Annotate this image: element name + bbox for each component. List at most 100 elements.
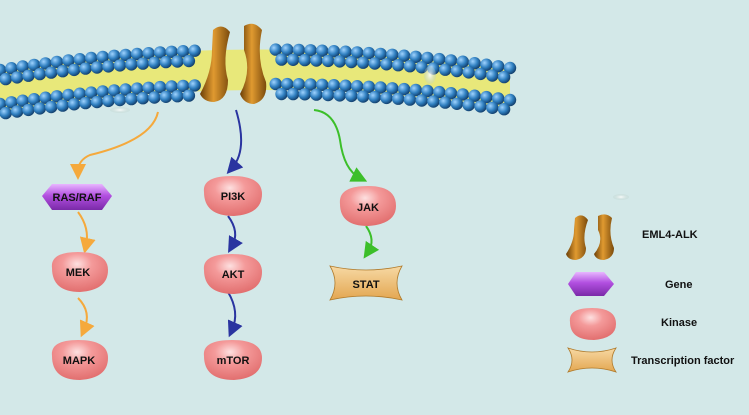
lipid-head bbox=[142, 81, 155, 95]
lipid-head bbox=[439, 96, 452, 109]
lipid-head bbox=[182, 54, 196, 68]
lipid-head bbox=[321, 54, 335, 68]
lipid-head bbox=[119, 48, 132, 62]
lipid-head bbox=[39, 57, 52, 70]
lipid-head bbox=[176, 45, 190, 58]
kinase-akt: AKT bbox=[203, 254, 262, 294]
lipid-head bbox=[497, 103, 511, 116]
lipid-head bbox=[165, 80, 178, 93]
lipid-head bbox=[409, 50, 422, 63]
lipid-head bbox=[468, 89, 481, 102]
receptor-icon bbox=[200, 23, 267, 104]
lipid-head bbox=[50, 90, 64, 103]
lipid-head bbox=[159, 90, 173, 104]
lipid-head bbox=[281, 43, 294, 56]
transcription-factor-stat: STAT bbox=[329, 265, 403, 301]
lipid-head bbox=[79, 62, 92, 75]
lipid-head bbox=[480, 58, 493, 71]
transcription-factor-icon bbox=[567, 347, 617, 373]
kinase-icon bbox=[339, 186, 396, 226]
arrow-jak bbox=[313, 109, 368, 182]
lipid-head bbox=[474, 67, 487, 81]
lipid-head bbox=[85, 86, 98, 99]
lipid-head bbox=[22, 69, 35, 82]
lipid-head bbox=[79, 96, 92, 110]
lipid-head bbox=[125, 58, 138, 71]
lipid-head bbox=[397, 49, 411, 62]
legend-transcription-factor: Transcription factor bbox=[567, 347, 735, 373]
lipid-head bbox=[292, 43, 306, 57]
lipid-head bbox=[433, 52, 446, 66]
kinase-label-mtor: mTOR bbox=[217, 355, 250, 367]
arrow-pi3k bbox=[226, 109, 244, 174]
lipid-head bbox=[39, 91, 52, 104]
kinase-label-mek: MEK bbox=[66, 267, 91, 279]
lipid-head bbox=[492, 60, 505, 73]
lipid-head bbox=[96, 50, 109, 64]
lipid-head bbox=[339, 79, 352, 92]
lipid-head bbox=[33, 67, 46, 81]
arrow-stat bbox=[363, 225, 380, 259]
kinase-icon bbox=[51, 340, 108, 380]
lipid-head bbox=[468, 57, 481, 70]
tf-label-stat: STAT bbox=[352, 279, 379, 291]
lipid-head bbox=[351, 80, 364, 93]
kinase-mtor: mTOR bbox=[203, 340, 262, 380]
lipid-head bbox=[456, 88, 469, 101]
legend-label-receptor: EML4-ALK bbox=[642, 229, 698, 241]
lipid-head bbox=[362, 46, 376, 60]
lipid-head bbox=[62, 54, 75, 67]
lipid-head bbox=[90, 61, 104, 74]
kinase-pi3k: PI3K bbox=[203, 176, 262, 216]
lipid-head bbox=[486, 69, 499, 82]
arrow-mtor bbox=[227, 291, 243, 338]
lipid-head bbox=[102, 94, 115, 108]
lipid-head bbox=[56, 99, 69, 112]
lipid-head bbox=[415, 61, 428, 74]
lipid-head bbox=[16, 94, 29, 107]
lipid-head bbox=[0, 106, 12, 120]
lipid-head bbox=[368, 90, 381, 104]
lipid-head bbox=[62, 88, 75, 102]
lipid-head bbox=[462, 66, 475, 79]
lipid-head bbox=[130, 47, 144, 61]
lipid-head bbox=[397, 82, 411, 96]
lipid-head bbox=[73, 87, 87, 100]
lipid-head bbox=[188, 79, 201, 92]
vesicle bbox=[110, 107, 130, 113]
lipid-head bbox=[333, 55, 346, 68]
lipid-head bbox=[403, 59, 417, 73]
lipid-head bbox=[165, 45, 178, 58]
legend-label-transcription-factor: Transcription factor bbox=[631, 355, 735, 367]
lipid-head bbox=[439, 63, 452, 76]
lipid-head bbox=[90, 95, 104, 109]
lipid-head bbox=[148, 91, 161, 104]
lipid-head bbox=[269, 43, 282, 56]
lipid-head bbox=[474, 100, 487, 113]
gene-label-ras-raf: RAS/RAF bbox=[53, 192, 102, 204]
lipid-head bbox=[310, 88, 323, 101]
lipid-head bbox=[0, 72, 12, 86]
lipid-head bbox=[380, 91, 393, 105]
lipid-head bbox=[409, 83, 422, 97]
lipid-head bbox=[444, 54, 458, 67]
lipid-head bbox=[45, 66, 58, 79]
lipid-head bbox=[10, 105, 24, 118]
lipid-head bbox=[102, 60, 115, 73]
kinase-label-jak: JAK bbox=[357, 202, 379, 214]
lipid-head bbox=[96, 85, 109, 98]
lipid-head bbox=[304, 78, 317, 91]
lipid-heads-outer bbox=[0, 43, 517, 86]
lipid-head bbox=[130, 82, 144, 95]
legend-label-kinase: Kinase bbox=[661, 317, 697, 329]
lipid-head bbox=[492, 92, 505, 105]
lipid-head bbox=[380, 58, 393, 71]
gene-ras-raf: RAS/RAF bbox=[42, 184, 112, 210]
vesicle bbox=[424, 66, 436, 84]
lipid-head bbox=[45, 100, 58, 114]
lipid-head bbox=[403, 93, 417, 106]
kinase-label-akt: AKT bbox=[222, 269, 245, 281]
lipid-head bbox=[374, 81, 387, 94]
lipid-head bbox=[304, 44, 317, 57]
lipid-head bbox=[148, 56, 161, 69]
